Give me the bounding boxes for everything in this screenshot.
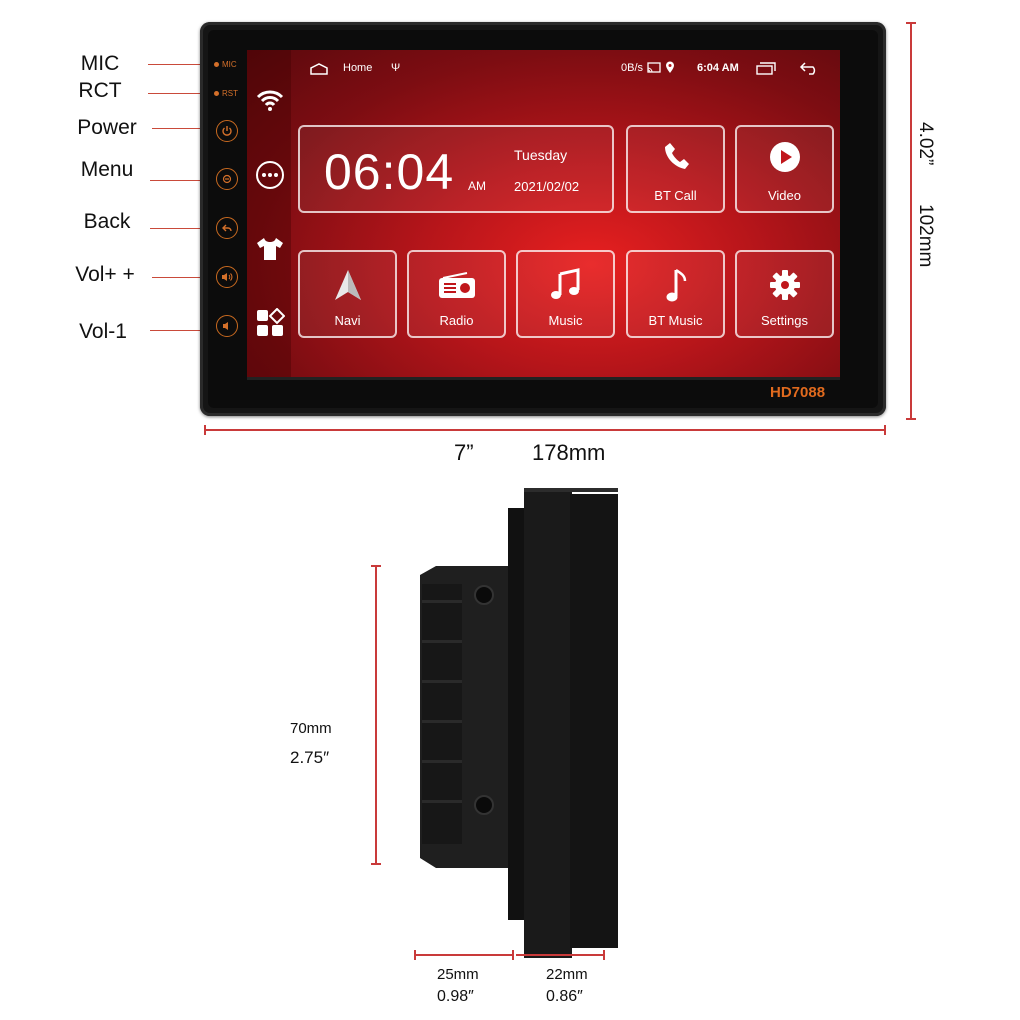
tile-video-label: Video [767,188,801,203]
bezel-rst-label: RST [214,89,238,98]
touch-screen: Home Ψ 0B/s 6:04 AM 06:04 AM Tuesday 202… [247,50,840,380]
tile-bt-music-label: BT Music [648,313,703,328]
home-label: Home [343,62,373,74]
screen-sidebar [247,50,291,380]
label-rct: RCT [78,79,122,102]
leader-line-vol-up [152,277,214,278]
label-back: Back [83,210,131,233]
location-icon [666,61,674,73]
screen-bottom-edge [247,377,840,380]
tile-bt-call[interactable]: BT Call [626,125,725,213]
play-icon [769,142,800,172]
gear-icon [769,270,800,300]
tile-bt-call-label: BT Call [654,188,697,203]
front-depth-inches: 0.86″ [546,988,583,1005]
clock-widget[interactable]: 06:04 AM Tuesday 2021/02/02 [298,125,614,213]
apps-grid-icon[interactable] [255,308,285,338]
rear-depth-tick-left [414,950,416,960]
height-tick-top [906,22,916,24]
front-depth-tick-right [603,950,605,960]
rear-depth-tick-right [512,950,514,960]
tile-bt-music[interactable]: BT Music [626,250,725,338]
tile-music[interactable]: Music [516,250,615,338]
depth-dimension-line [375,565,377,865]
front-depth-line [516,954,604,956]
height-mm: 102mm [915,204,936,268]
depth-tick-top [371,565,381,567]
menu-button[interactable] [216,168,238,190]
leader-line-mic [148,64,206,65]
single-note-icon [666,268,686,302]
rear-depth-line [414,954,514,956]
tile-settings[interactable]: Settings [735,250,834,338]
usb-icon: Ψ [391,62,401,74]
label-vol-down: Vol-1 [79,320,127,343]
back-nav-icon[interactable] [799,61,821,75]
tile-music-label: Music [548,313,583,328]
label-power: Power [77,116,137,139]
volume-up-icon [222,273,233,281]
tile-navi-label: Navi [334,313,361,328]
leader-line-back [150,228,214,229]
clock-time: 06:04 [324,144,455,200]
height-inches: 4.02” [915,122,936,166]
volume-down-icon [223,322,228,330]
leader-line-power [152,128,214,129]
cast-icon [647,62,661,73]
back-arrow-icon [222,224,232,232]
wifi-icon[interactable] [256,88,284,112]
rear-depth-inches: 0.98″ [437,988,474,1005]
label-mic: MIC [80,52,120,75]
power-button[interactable] [216,120,238,142]
label-vol-up: Vol+ + [75,263,135,286]
model-label: HD7088 [770,384,826,401]
height-tick-bottom [906,418,916,420]
width-inches: 7” [454,440,474,465]
label-menu: Menu [80,158,134,181]
leader-line-menu [150,180,214,181]
phone-icon [664,143,689,169]
rear-depth-mm: 25mm [437,966,479,983]
power-icon [222,126,232,136]
clock-ampm: AM [468,179,486,193]
tile-radio-label: Radio [439,313,474,328]
volume-down-button[interactable] [216,315,238,337]
status-bar: Home Ψ 0B/s 6:04 AM [291,50,840,88]
menu-icon [222,174,232,184]
width-tick-left [204,425,206,435]
width-mm: 178mm [532,440,606,465]
depth-mm: 70mm [290,720,332,737]
leader-line-rct [148,93,206,94]
tile-video[interactable]: Video [735,125,834,213]
leader-line-vol-down [150,330,214,331]
radio-icon [438,272,475,298]
clock-day: Tuesday [514,147,568,163]
front-depth-mm: 22mm [546,966,588,983]
depth-inches: 2.75″ [290,748,330,767]
network-speed: 0B/s [621,62,644,74]
width-tick-right [884,425,886,435]
back-button[interactable] [216,217,238,239]
tile-radio[interactable]: Radio [407,250,506,338]
width-dimension-line [205,429,885,431]
bezel-mic-label: MIC [214,60,237,69]
home-icon[interactable] [309,62,329,76]
recent-apps-icon[interactable] [756,62,776,75]
tile-settings-label: Settings [761,313,808,328]
tile-navi[interactable]: Navi [298,250,397,338]
height-dimension-line [910,22,912,420]
clock-date: 2021/02/02 [514,179,580,194]
music-note-icon [550,268,579,299]
depth-tick-bottom [371,863,381,865]
volume-up-button[interactable] [216,266,238,288]
navigation-arrow-icon [334,270,361,300]
more-options-icon[interactable] [255,160,285,190]
theme-shirt-icon[interactable] [255,236,285,262]
head-unit-side-view [420,488,618,958]
status-time: 6:04 AM [697,62,739,74]
